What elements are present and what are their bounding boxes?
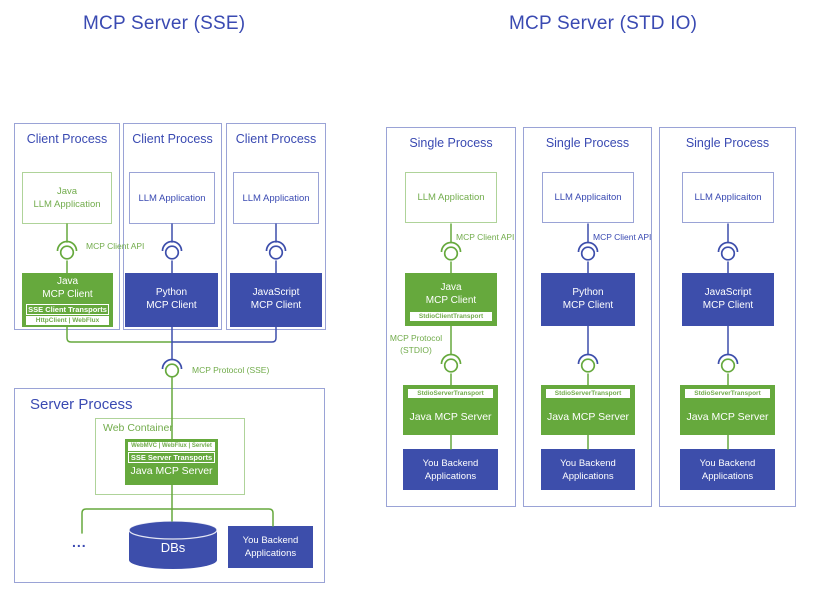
sse-llm-app-3: LLM Application [233, 172, 319, 224]
stdio-llm-app-1: LLM Application [405, 172, 497, 223]
stdio-llm-app-2: LLM Applicaiton [542, 172, 634, 223]
db-label: DBs [160, 540, 186, 555]
backend-line: Applications [562, 470, 614, 482]
stdio-java-mcp-server-box-3: StdioServerTransport Java MCP Server [680, 385, 775, 435]
server-name-label: Java MCP Server [130, 465, 213, 477]
mcp-client-api-label: MCP Client API [456, 232, 515, 242]
interface-socket-icon [161, 358, 183, 378]
server-name-label: Java MCP Server [546, 410, 630, 423]
client-line: Java [440, 282, 462, 293]
client-line: MCP Client [42, 289, 93, 300]
process-header: Client Process [132, 132, 213, 146]
mcp-protocol-stdio-label: MCP Protocol (STDIO) [385, 332, 447, 356]
stdio-llm-app-3: LLM Applicaiton [682, 172, 774, 223]
app-line: LLM Applicaiton [554, 192, 622, 203]
app-line: LLM Application [138, 192, 206, 204]
process-header: Single Process [545, 136, 630, 150]
process-header: Client Process [26, 132, 108, 146]
app-line: LLM Application [33, 199, 101, 210]
backend-line: You Backend [699, 457, 756, 469]
app-line: LLM Application [417, 192, 485, 203]
process-header: Single Process [409, 136, 493, 150]
backend-line: You Backend [242, 535, 299, 546]
server-name-label: Java MCP Server [409, 410, 492, 423]
sse-llm-app-2: LLM Application [129, 172, 215, 224]
stdio-title: MCP Server (STD IO) [509, 13, 698, 34]
stdio-java-mcp-server-box-2: StdioServerTransport Java MCP Server [541, 385, 635, 435]
mcp-client-api-label: MCP Client API [86, 241, 145, 251]
client-impl-bar: HttpClient | WebFlux [26, 316, 109, 325]
client-line: MCP Client [702, 300, 754, 311]
server-process-header: Server Process [30, 396, 133, 413]
framework-bar: WebMVC | WebFlux | Servlet [128, 442, 215, 451]
sse-python-mcp-client-box: Python MCP Client [125, 273, 218, 327]
backend-line: Applications [424, 470, 477, 482]
web-container-label: Web Container [103, 422, 173, 434]
sse-java-mcp-client-box: Java MCP Client SSE Client Transports Ht… [22, 273, 113, 327]
mcp-protocol-sse-label: MCP Protocol (SSE) [192, 365, 270, 375]
client-line: Python [572, 287, 604, 298]
stdio-javascript-mcp-client-box: JavaScript MCP Client [682, 273, 774, 326]
stdio-backend-apps-box-3: You Backend Applications [680, 449, 775, 490]
protocol-line: (STDIO) [400, 345, 432, 355]
sse-java-mcp-server-box: WebMVC | WebFlux | Servlet SSE Server Tr… [125, 439, 218, 485]
app-line: Java [56, 186, 78, 197]
client-line: Python [155, 287, 188, 298]
stdio-server-transport-bar: StdioServerTransport [408, 389, 493, 398]
client-line: JavaScript [704, 287, 752, 298]
sse-server-transports-bar: SSE Server Transports [128, 452, 215, 463]
app-line: LLM Applicaiton [694, 192, 762, 203]
sse-llm-app-1: Java LLM Application [22, 172, 112, 224]
client-line: MCP Client [146, 300, 197, 311]
protocol-line: MCP Protocol [389, 333, 443, 343]
stdio-java-mcp-server-box-1: StdioServerTransport Java MCP Server [403, 385, 498, 435]
client-line: MCP Client [562, 300, 614, 311]
backend-line: You Backend [422, 457, 479, 469]
sse-backend-apps-box: You Backend Applications [228, 526, 313, 568]
client-line: JavaScript [252, 287, 300, 298]
stdio-backend-apps-box-1: You Backend Applications [403, 449, 498, 490]
backend-line: You Backend [560, 457, 616, 469]
stdio-server-transport-bar: StdioServerTransport [685, 389, 770, 398]
mcp-client-api-label: MCP Client API [593, 232, 652, 242]
stdio-backend-apps-box-2: You Backend Applications [541, 449, 635, 490]
stdio-java-mcp-client-box: Java MCP Client StdioClientTransport [405, 273, 497, 326]
client-line: Java [56, 276, 79, 287]
backend-line: Applications [701, 470, 754, 482]
stdio-client-transport-bar: StdioClientTransport [410, 312, 492, 321]
app-line: LLM Application [242, 192, 310, 204]
client-line: MCP Client [250, 300, 302, 311]
sse-title: MCP Server (SSE) [83, 13, 246, 34]
backend-line: Applications [244, 548, 297, 559]
sse-javascript-mcp-client-box: JavaScript MCP Client [230, 273, 322, 327]
stdio-server-transport-bar: StdioServerTransport [546, 389, 630, 398]
stdio-python-mcp-client-box: Python MCP Client [541, 273, 635, 326]
client-line: MCP Client [425, 295, 477, 306]
sse-client-transports-bar: SSE Client Transports [26, 304, 109, 315]
ellipsis-more-resources: ... [72, 534, 87, 550]
process-header: Single Process [685, 136, 770, 150]
process-header: Client Process [235, 132, 317, 146]
server-name-label: Java MCP Server [686, 410, 769, 423]
